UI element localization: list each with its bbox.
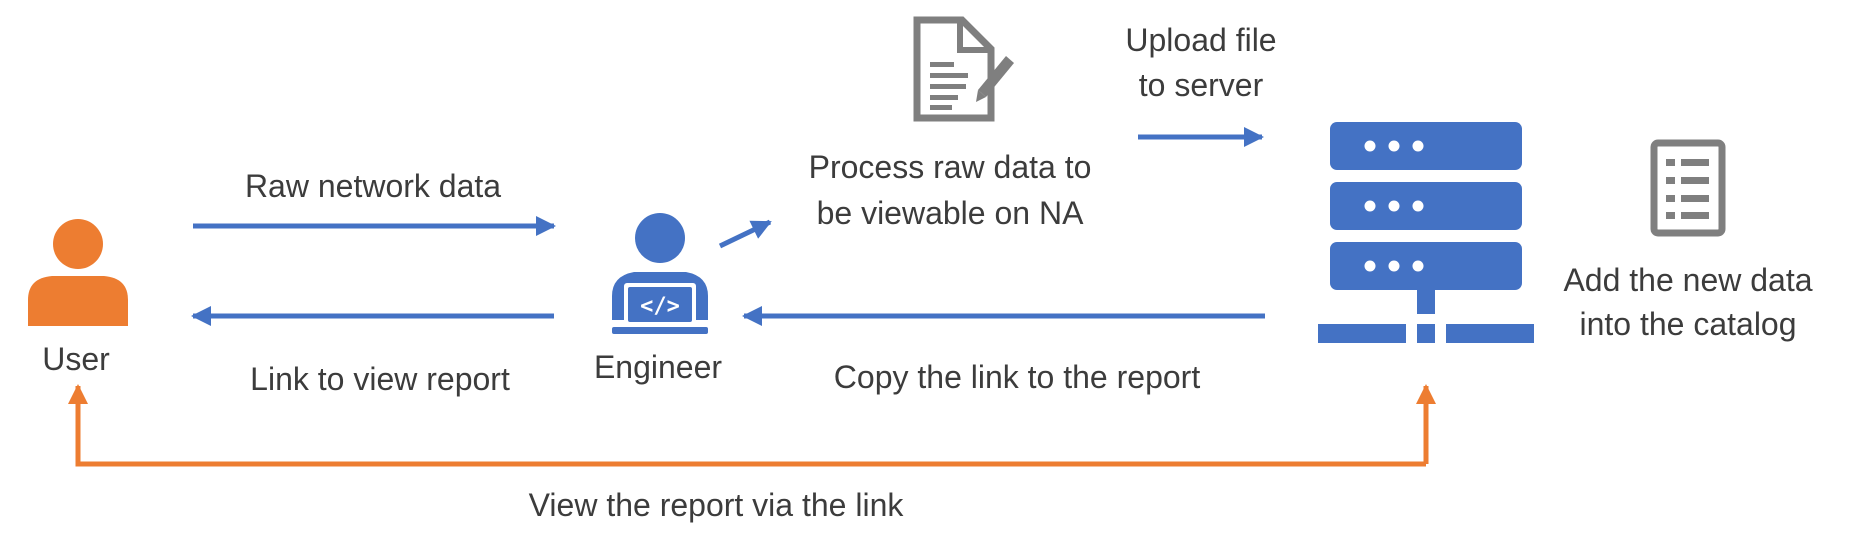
list-document-icon (1650, 139, 1726, 237)
upload-label-line2: to server (1139, 67, 1264, 103)
process-label-line2: be viewable on NA (817, 195, 1084, 231)
view-report-arrow (68, 384, 1426, 467)
svg-text:</>: </> (640, 294, 680, 319)
upload-label-line1: Upload file (1125, 22, 1276, 58)
process-label-line1: Process raw data to (809, 149, 1092, 185)
catalog-label-line1: Add the new data (1563, 262, 1812, 298)
developer-laptop-icon: </> (612, 213, 708, 334)
engineer-label: Engineer (594, 349, 722, 385)
raw-data-label: Raw network data (245, 168, 501, 204)
user-label: User (42, 341, 110, 377)
person-icon (28, 219, 128, 326)
process-arrow (718, 219, 772, 249)
document-edit-icon (913, 16, 1014, 122)
link-to-view-label: Link to view report (250, 361, 510, 397)
copy-link-label: Copy the link to the report (834, 359, 1201, 395)
view-report-label: View the report via the link (529, 487, 905, 523)
catalog-label-line2: into the catalog (1579, 306, 1796, 342)
server-rack-icon (1318, 122, 1534, 343)
